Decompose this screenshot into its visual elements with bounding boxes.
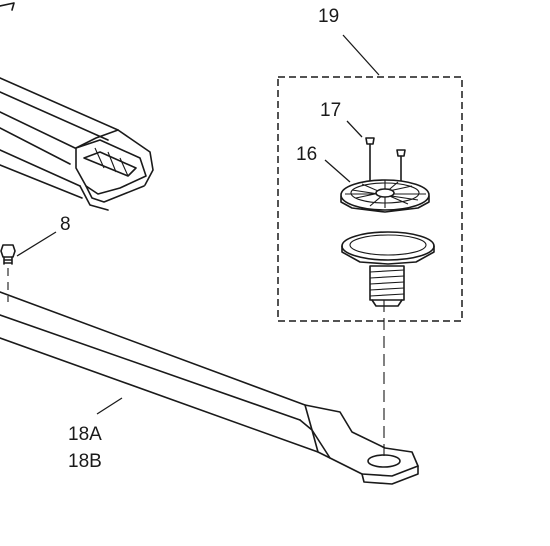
callout-8: 8 [60, 214, 71, 235]
long-flat-bar [0, 291, 419, 485]
seal-ring [341, 231, 435, 265]
screws-17 [365, 137, 406, 191]
callout-16: 16 [296, 144, 317, 165]
callout-18a: 18A [68, 424, 102, 445]
callout-19: 19 [318, 6, 339, 27]
cap-16 [340, 179, 430, 213]
callout-17: 17 [320, 100, 341, 121]
leader-lines [16, 34, 380, 415]
upper-channel-bracket [0, 77, 154, 211]
cropped-text-fragment [0, 2, 15, 11]
bolt-8 [0, 244, 16, 302]
callout-18b: 18B [68, 451, 102, 472]
assembly-19-box [277, 76, 463, 322]
threaded-stem [369, 265, 405, 307]
